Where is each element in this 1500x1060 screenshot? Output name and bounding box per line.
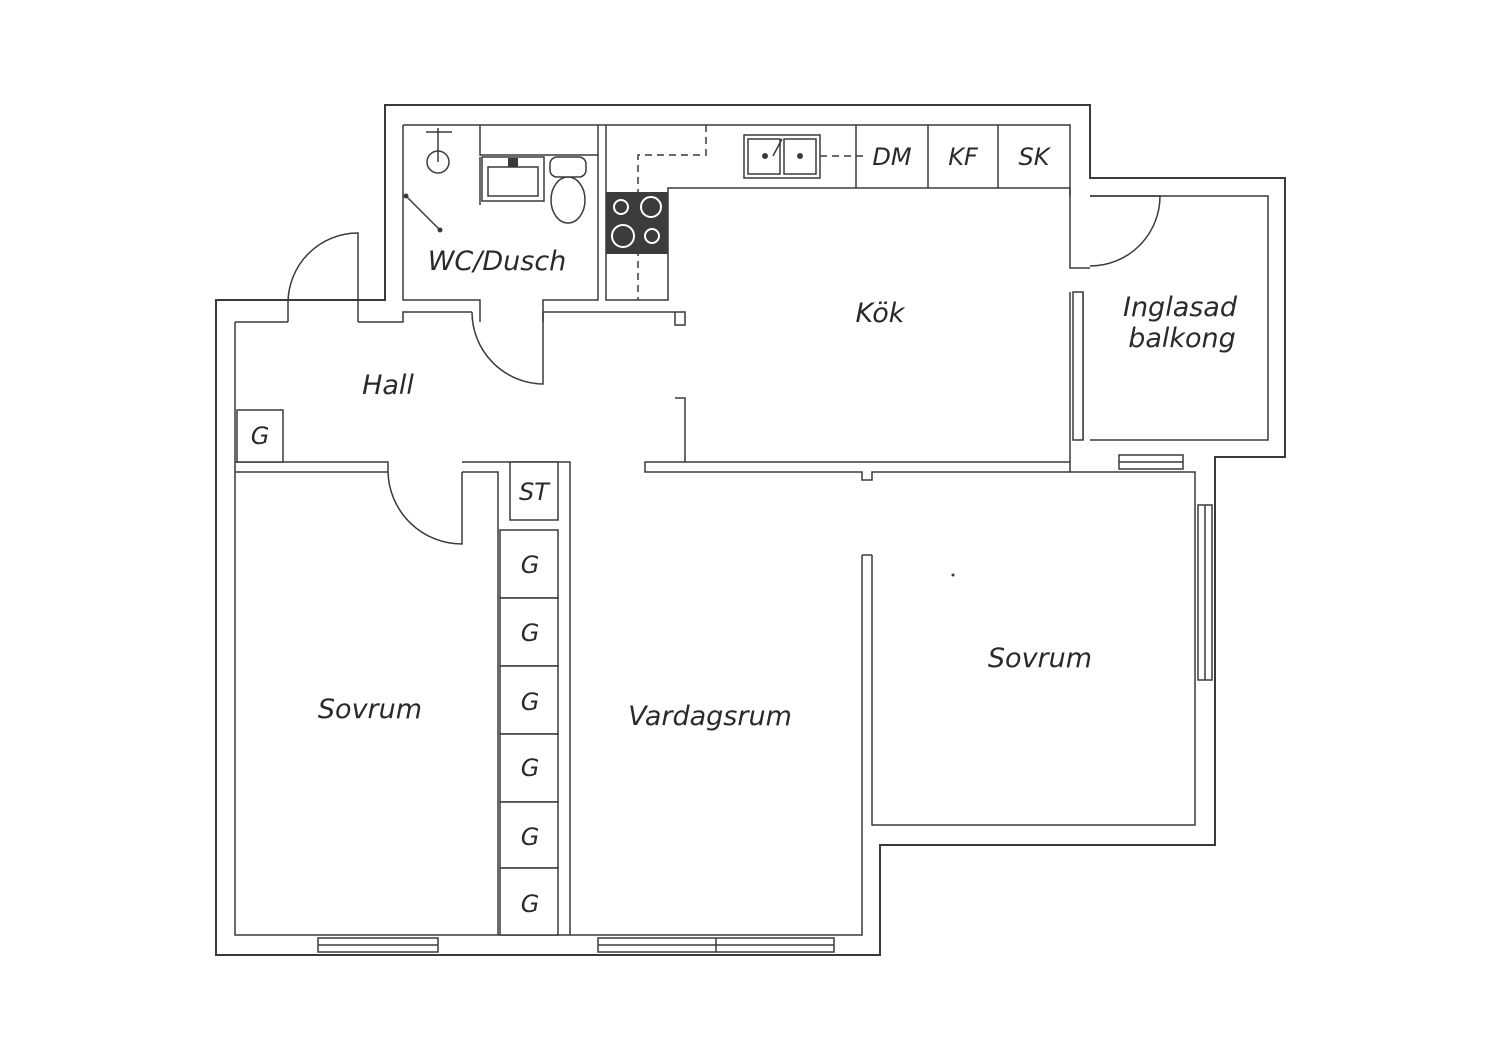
shower-screen-icon <box>405 195 441 231</box>
toilet-tank-icon <box>549 156 587 178</box>
room-label-hall: Hall <box>362 370 414 401</box>
wardrobe <box>499 801 559 869</box>
wardrobe <box>499 529 559 599</box>
room-label-wc: WC/Dusch <box>428 246 567 277</box>
entrance-door[interactable] <box>287 232 359 322</box>
kitchen-fixtures <box>606 125 999 300</box>
wardrobe <box>499 867 559 936</box>
room-label-balcony-line1: Inglasad <box>1123 292 1238 323</box>
hall-wardrobe-label: G <box>251 422 270 450</box>
room-label-living: Vardagsrum <box>628 701 792 732</box>
bathroom-door[interactable] <box>471 311 544 385</box>
doors <box>287 195 1161 545</box>
windows <box>317 291 1213 953</box>
labels: WC/Dusch Kök Inglasad balkong Hall Sovru… <box>251 143 1238 918</box>
room-label-bedroom-right: Sovrum <box>988 643 1092 674</box>
bedroom-door[interactable] <box>387 471 463 545</box>
closets <box>236 409 559 936</box>
storage-closet <box>509 461 559 521</box>
fridge-freezer-label: KF <box>948 143 979 171</box>
wardrobe <box>499 665 559 735</box>
wardrobe-label: G <box>521 823 540 851</box>
bathroom-fixtures <box>403 128 587 233</box>
room-label-kitchen: Kök <box>856 298 906 329</box>
hall-wardrobe <box>236 409 284 463</box>
window-kitchen-balcony <box>1072 291 1084 441</box>
cabinet-label: SK <box>1019 143 1052 171</box>
wardrobe-label: G <box>521 551 540 579</box>
wardrobe <box>499 597 559 667</box>
toilet-icon <box>550 176 586 224</box>
room-label-bedroom-left: Sovrum <box>318 694 422 725</box>
wardrobe-label: G <box>521 754 540 782</box>
storage-label: ST <box>519 478 551 506</box>
wardrobe-label: G <box>521 890 540 918</box>
balcony-door[interactable] <box>1089 195 1161 267</box>
outer-walls <box>215 104 1286 956</box>
room-label-balcony-line2: balkong <box>1128 323 1236 354</box>
wardrobe-label: G <box>521 688 540 716</box>
dishwasher-label: DM <box>872 143 911 171</box>
wardrobe-label: G <box>521 619 540 647</box>
wardrobe <box>499 733 559 803</box>
